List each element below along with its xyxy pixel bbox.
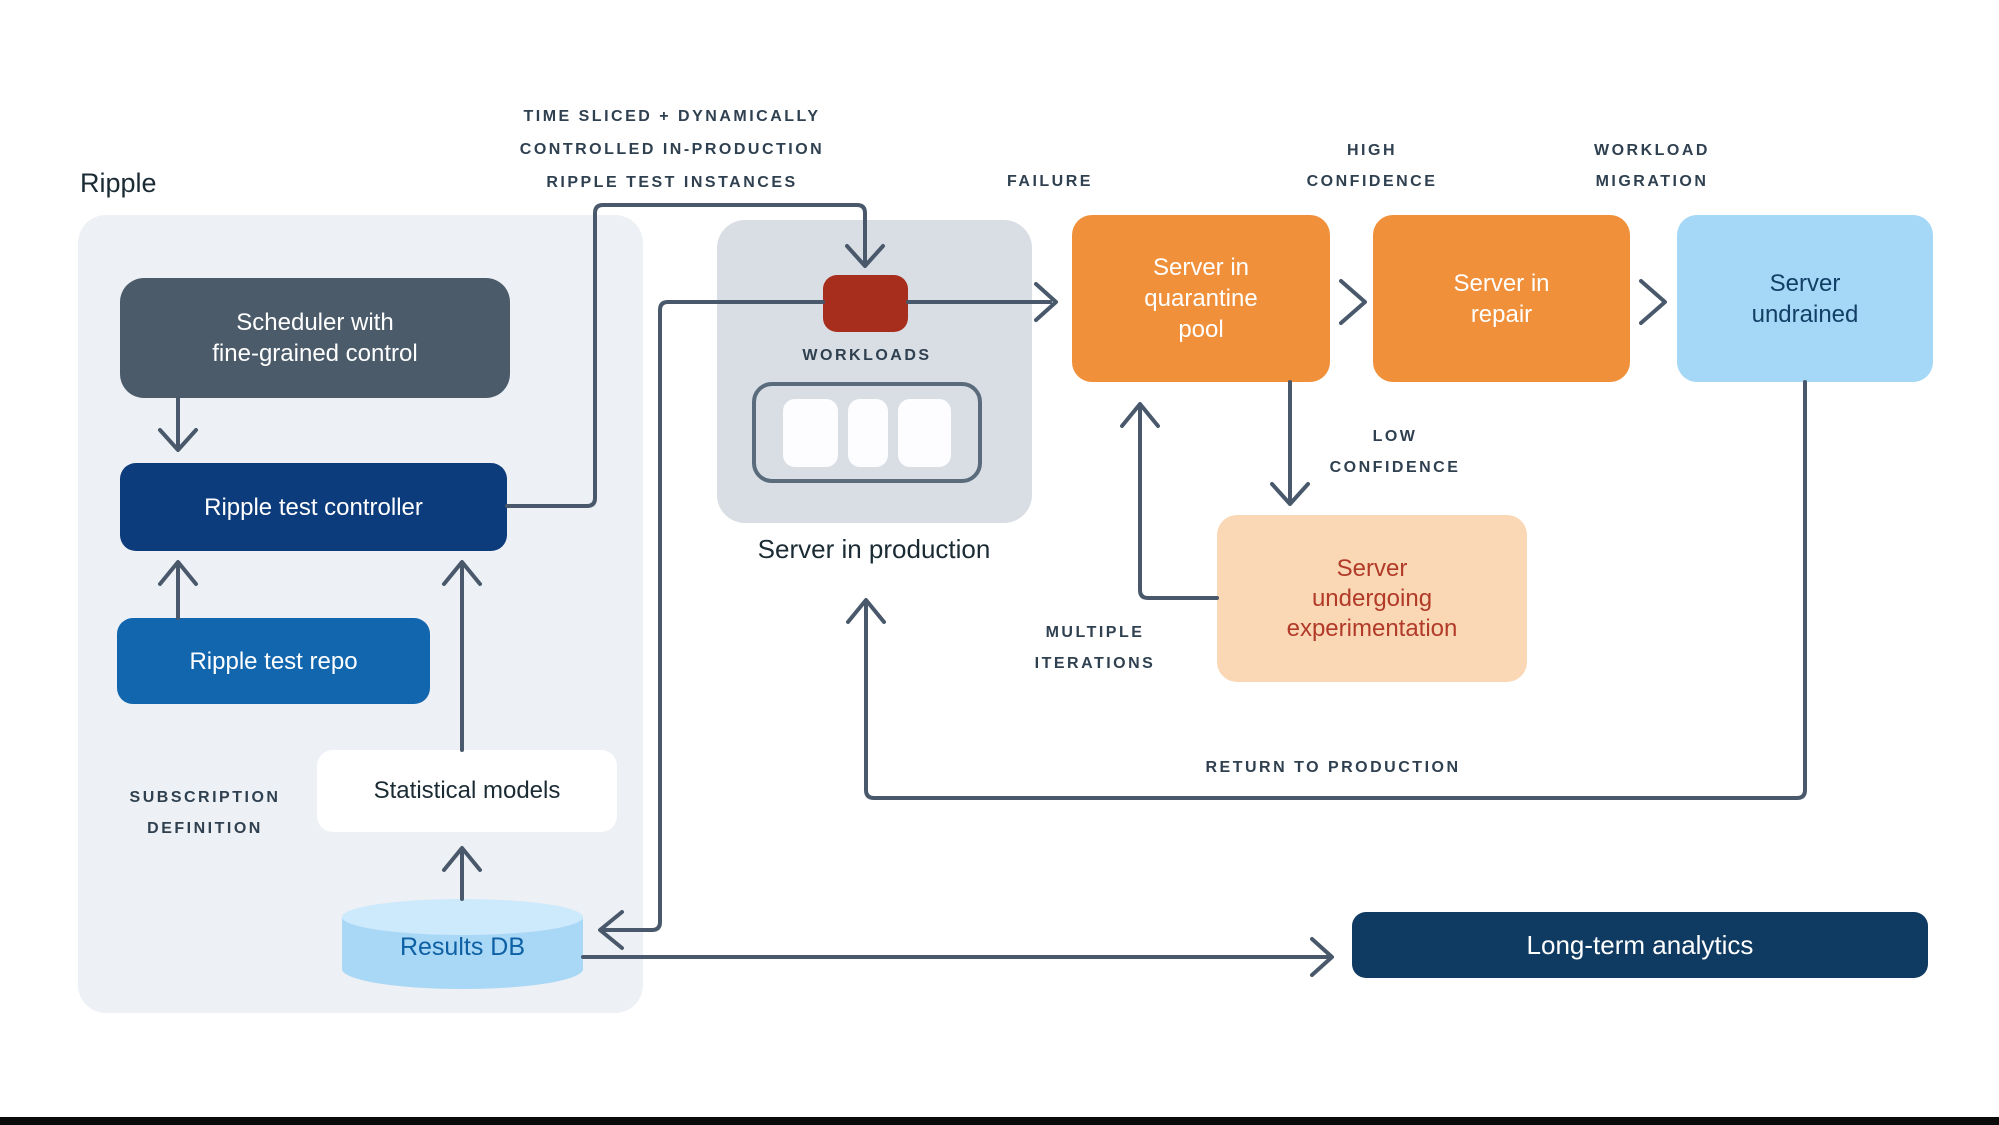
arrow-failure-to-quarantine bbox=[906, 282, 1058, 322]
high-confidence-label: HIGH CONFIDENCE bbox=[1306, 142, 1438, 190]
arrow-instance-to-db bbox=[598, 300, 825, 950]
failure-label: FAILURE bbox=[1007, 173, 1093, 190]
ripple-test-instance-block bbox=[823, 275, 908, 332]
statistical-models-node: Statistical models bbox=[317, 750, 617, 832]
workload-slot bbox=[783, 398, 838, 467]
return-to-production-label: RETURN TO PRODUCTION bbox=[1205, 759, 1461, 776]
workload-slot bbox=[848, 398, 888, 467]
server-undrained-node: Server undrained bbox=[1677, 215, 1933, 382]
server-in-production-caption: Server in production bbox=[757, 534, 991, 564]
subscription-definition-label: SUBSCRIPTION DEFINITION bbox=[129, 789, 281, 837]
experimentation-node: Server undergoing experimentation bbox=[1217, 515, 1527, 682]
arrow-scheduler-to-controller bbox=[158, 396, 198, 452]
workloads-box bbox=[752, 382, 982, 483]
arrow-return-to-production bbox=[846, 380, 1807, 800]
results-db-label: Results DB bbox=[399, 933, 526, 961]
workload-slot bbox=[898, 398, 951, 467]
scheduler-node: Scheduler with fine-grained control bbox=[120, 278, 510, 398]
arrow-models-to-controller bbox=[442, 560, 482, 752]
server-in-repair-node: Server in repair bbox=[1373, 215, 1630, 382]
results-db-top bbox=[342, 899, 583, 935]
arrow-repo-to-controller bbox=[158, 560, 198, 620]
chevron-repair-to-undrained bbox=[1639, 279, 1667, 325]
arrow-db-to-models bbox=[442, 846, 482, 901]
results-db-cylinder: Results DB bbox=[342, 899, 583, 991]
arrow-db-to-analytics bbox=[581, 937, 1334, 977]
chevron-quarantine-to-repair bbox=[1339, 279, 1367, 325]
ripple-test-repo-node: Ripple test repo bbox=[117, 618, 430, 704]
arrow-quarantine-to-experimentation bbox=[1270, 380, 1310, 506]
long-term-analytics-node: Long-term analytics bbox=[1352, 912, 1928, 978]
ripple-test-controller-node: Ripple test controller bbox=[120, 463, 507, 551]
quarantine-pool-node: Server in quarantine pool bbox=[1072, 215, 1330, 382]
arrow-experimentation-to-quarantine bbox=[1120, 402, 1219, 600]
low-confidence-label: LOW CONFIDENCE bbox=[1329, 428, 1461, 476]
bottom-border-bar bbox=[0, 1117, 1999, 1125]
workloads-label: WORKLOADS bbox=[802, 347, 932, 364]
multiple-iterations-label: MULTIPLE ITERATIONS bbox=[1034, 624, 1156, 672]
arrow-controller-to-instance bbox=[505, 203, 885, 508]
time-sliced-label: TIME SLICED + DYNAMICALLY CONTROLLED IN-… bbox=[519, 108, 825, 191]
ripple-title: Ripple bbox=[80, 168, 157, 198]
workload-migration-label: WORKLOAD MIGRATION bbox=[1594, 142, 1710, 190]
